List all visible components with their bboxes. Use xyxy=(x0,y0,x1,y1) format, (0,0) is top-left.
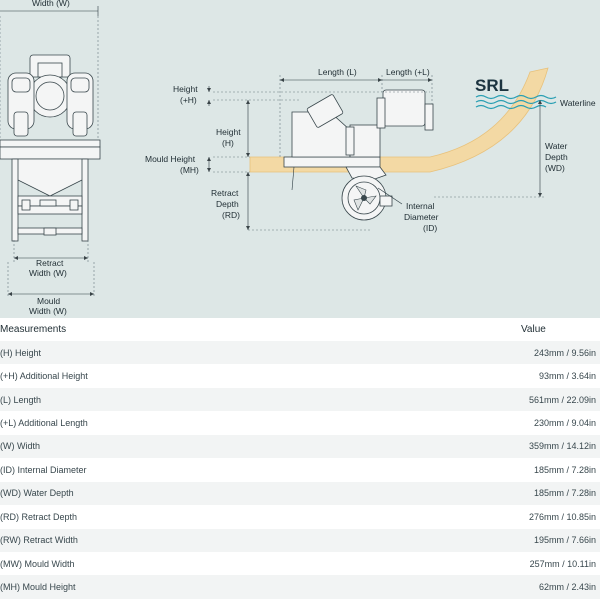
table-row: (MW) Mould Width 257mm / 10.11in xyxy=(0,551,600,576)
measurement-value: 276mm / 10.85in xyxy=(528,511,596,522)
measurement-label: (ID) Internal Diameter xyxy=(0,464,87,475)
label-retract-width-2: Width (W) xyxy=(29,268,67,278)
measurement-label: (+L) Additional Length xyxy=(0,418,88,429)
table-row: (MH) Mould Height 62mm / 2.43in xyxy=(0,575,600,599)
table-row: (WD) Water Depth 185mm / 7.28in xyxy=(0,481,600,506)
measurement-value: 230mm / 9.04in xyxy=(533,418,596,429)
measurement-label: (RW) Retract Width xyxy=(0,535,78,546)
measurement-label: (+H) Additional Height xyxy=(0,371,88,382)
table-row: (W) Width 359mm / 14.12in xyxy=(0,434,600,459)
label-internal-diameter-2: Diameter xyxy=(404,212,439,222)
dimension-diagram: Width (W) xyxy=(0,0,600,318)
measurement-value: 195mm / 7.66in xyxy=(533,535,596,546)
label-retract-width-1: Retract xyxy=(36,258,64,268)
label-water-depth-2: Depth xyxy=(545,152,568,162)
label-internal-diameter-1: Internal xyxy=(406,201,434,211)
measurements-table: Measurements Value (H) Height 243mm / 9.5… xyxy=(0,318,600,599)
label-retract-depth-1: Retract xyxy=(211,188,239,198)
label-length: Length (L) xyxy=(318,67,357,77)
measurement-label: (W) Width xyxy=(0,441,40,452)
label-retract-depth-2: Depth xyxy=(216,199,239,209)
table-row: (RW) Retract Width 195mm / 7.66in xyxy=(0,528,600,552)
label-internal-diameter-3: (ID) xyxy=(423,223,437,233)
table-row: (L) Length 561mm / 22.09in xyxy=(0,387,600,412)
side-view-thruster xyxy=(283,89,434,221)
label-height-plus-2: (+H) xyxy=(180,95,197,105)
measurement-value: 561mm / 22.09in xyxy=(528,394,596,405)
label-waterline: Waterline xyxy=(560,98,596,108)
label-height-plus-1: Height xyxy=(173,84,198,94)
label-retract-depth-3: (RD) xyxy=(222,210,240,220)
measurement-label: (MW) Mould Width xyxy=(0,558,75,569)
label-mould-height-1: Mould Height xyxy=(145,154,196,164)
label-water-depth-3: (WD) xyxy=(545,163,565,173)
brand-logo-text: SRL xyxy=(475,76,509,95)
table-header: Measurements Value xyxy=(0,318,600,341)
measurement-label: (MH) Mould Height xyxy=(0,582,76,593)
measurement-label: (RD) Retract Depth xyxy=(0,511,78,522)
measurement-label: (L) Length xyxy=(0,394,42,405)
measurement-value: 257mm / 10.11in xyxy=(529,558,596,569)
measurement-value: 93mm / 3.64in xyxy=(538,371,596,382)
table-row: (ID) Internal Diameter 185mm / 7.28in xyxy=(0,458,600,482)
measurement-value: 243mm / 9.56in xyxy=(533,347,596,358)
measurement-value: 62mm / 2.43in xyxy=(538,582,596,593)
measurement-value: 359mm / 14.12in xyxy=(528,441,596,452)
table-row: (+H) Additional Height 93mm / 3.64in xyxy=(0,364,600,388)
label-mould-height-2: (MH) xyxy=(180,165,199,175)
table-row: (+L) Additional Length 230mm / 9.04in xyxy=(0,411,600,435)
water-waves xyxy=(475,94,557,110)
table-row: (H) Height 243mm / 9.56in xyxy=(0,341,600,365)
label-height-1: Height xyxy=(216,127,241,137)
front-view-thruster: Width (W) xyxy=(0,0,101,316)
table-body: (H) Height 243mm / 9.56in (+H) Additional … xyxy=(0,341,600,599)
measurement-label: (H) Height xyxy=(0,347,42,358)
header-value: Value xyxy=(521,324,546,335)
measurement-value: 185mm / 7.28in xyxy=(533,488,596,499)
table-row: (RD) Retract Depth 276mm / 10.85in xyxy=(0,505,600,529)
label-height-2: (H) xyxy=(222,138,234,148)
diagram-canvas: Width (W) xyxy=(0,0,596,316)
measurement-value: 185mm / 7.28in xyxy=(533,464,596,475)
label-length-plus: Length (+L) xyxy=(386,67,430,77)
hull-section xyxy=(249,67,549,173)
label-water-depth-1: Water xyxy=(545,141,568,151)
header-measurements: Measurements xyxy=(0,324,67,335)
label-mould-width-1: Mould xyxy=(37,296,60,306)
label-width-top: Width (W) xyxy=(32,0,70,8)
label-mould-width-2: Width (W) xyxy=(29,306,67,316)
measurement-label: (WD) Water Depth xyxy=(0,488,74,499)
